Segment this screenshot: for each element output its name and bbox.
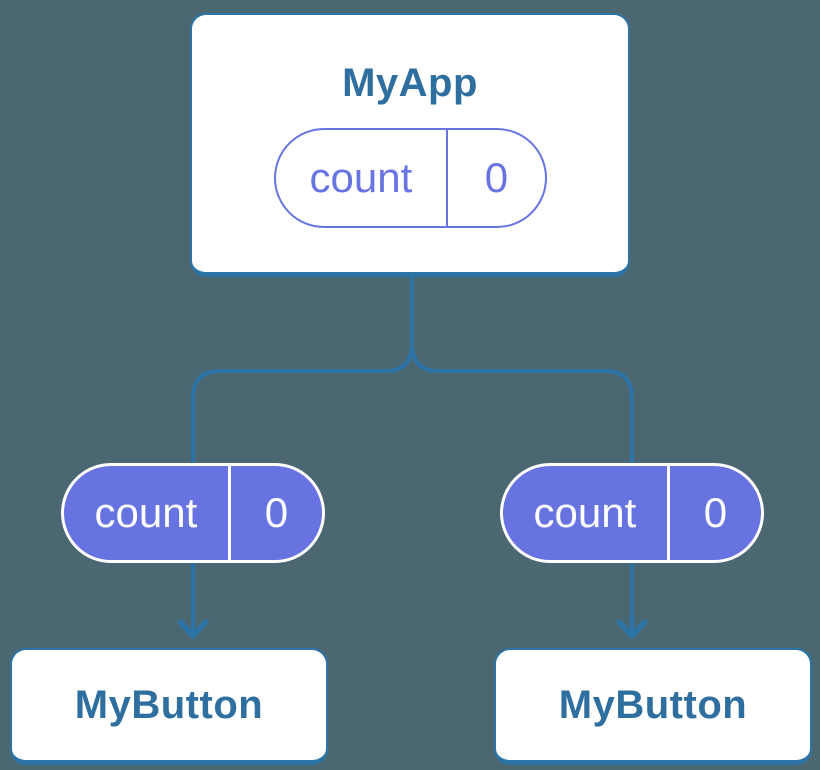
pill-divider: [227, 466, 231, 560]
state-value-label: 0: [264, 489, 289, 536]
node-title: MyButton: [558, 682, 748, 727]
node-title: MyButton: [74, 682, 264, 727]
branch-right-line: [410, 275, 634, 463]
state-name-label: count: [533, 489, 637, 536]
pill-divider: [666, 466, 670, 560]
state-pill-left: count 0: [61, 463, 325, 563]
arrow-down-icon: [177, 619, 209, 639]
state-value-label: 0: [484, 154, 509, 201]
state-pill-right: count 0: [500, 463, 764, 563]
node-card-mybutton-left: MyButton: [10, 648, 328, 765]
branch-left-line: [191, 275, 414, 463]
state-value-label: 0: [703, 489, 728, 536]
node-card-myapp: MyApp count 0: [190, 13, 630, 277]
arrow-down-icon: [616, 619, 648, 639]
state-name-label: count: [94, 489, 198, 536]
state-name-label: count: [309, 154, 413, 201]
node-title: MyApp: [342, 61, 478, 105]
pill-divider: [446, 130, 449, 226]
state-pill-root: count 0: [273, 128, 547, 228]
node-card-mybutton-right: MyButton: [494, 648, 812, 765]
